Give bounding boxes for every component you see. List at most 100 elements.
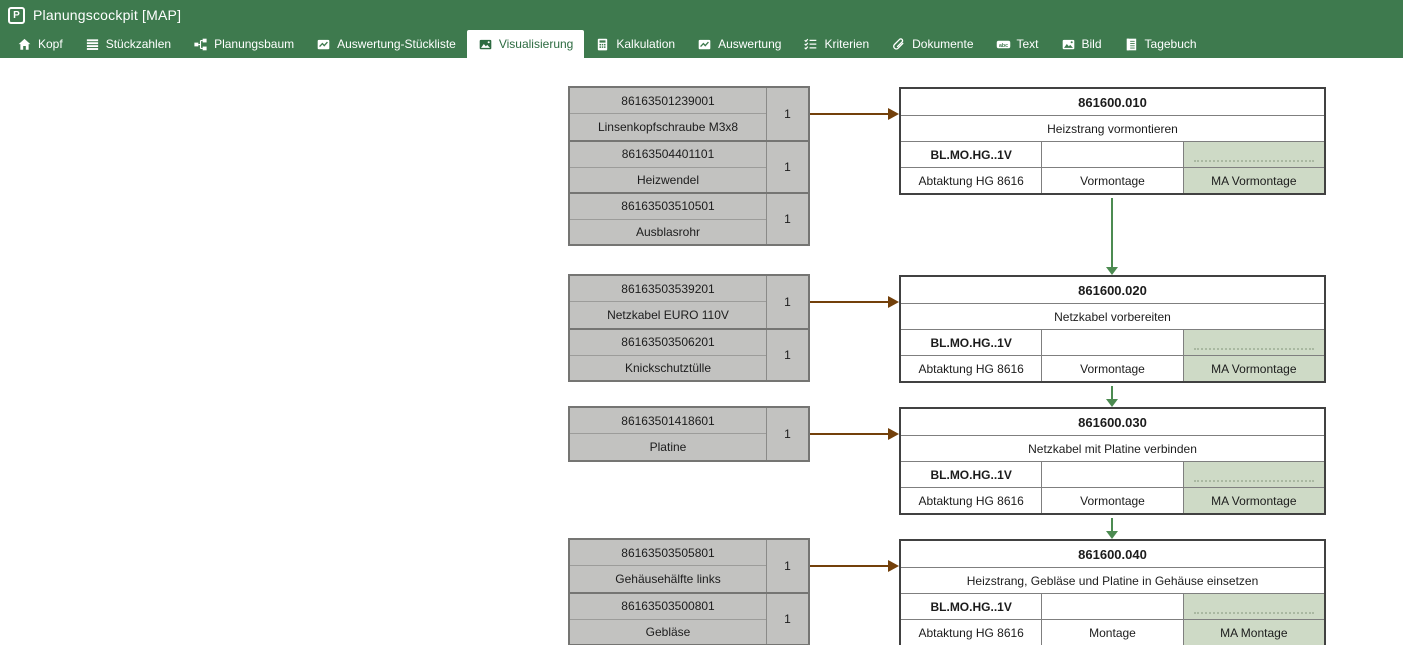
process-step-id: 861600.030: [1078, 414, 1147, 430]
part-number: 86163503506201: [570, 330, 766, 356]
part-number: 86163503500801: [570, 594, 766, 620]
process-step-id: 861600.020: [1078, 282, 1147, 298]
part-name: Knickschutztülle: [624, 360, 712, 375]
takt-cell: Abtaktung HG 8616: [918, 173, 1024, 188]
process-step-description: Netzkabel mit Platine verbinden: [901, 435, 1324, 461]
takt-cell: Abtaktung HG 8616: [918, 625, 1024, 640]
process-step-id: 861600.040: [1078, 546, 1147, 562]
tab-visualisierung[interactable]: Visualisierung: [466, 30, 585, 58]
takt-cell: Abtaktung HG 8616: [918, 361, 1024, 376]
resource-placeholder-cell: [1182, 330, 1324, 355]
part-number: 86163501418601: [570, 408, 766, 434]
process-step-box-040[interactable]: 861600.040 Heizstrang, Gebläse und Plati…: [899, 539, 1326, 645]
part-number: 86163503510501: [570, 194, 766, 220]
part-item[interactable]: 86163503510501 Ausblasrohr 1: [570, 192, 808, 244]
resource-cell: MA Montage: [1182, 620, 1324, 645]
tab-kriterien[interactable]: Kriterien: [792, 30, 880, 58]
empty-cell: [1041, 142, 1182, 167]
part-name: Ausblasrohr: [635, 224, 701, 239]
tab-label: Bild: [1081, 37, 1102, 51]
tab-auswertung-stueckliste[interactable]: Auswertung-Stückliste: [305, 30, 467, 58]
image-icon: [1062, 39, 1074, 49]
area-cell: Montage: [1041, 620, 1182, 645]
title-bar: P Planungscockpit [MAP]: [0, 0, 1403, 30]
process-step-box-010[interactable]: 861600.010 Heizstrang vormontieren BL.MO…: [899, 87, 1326, 195]
area-cell: Vormontage: [1041, 488, 1182, 513]
tab-text[interactable]: abc Text: [985, 30, 1050, 58]
line-code-cell: BL.MO.HG..1V: [930, 599, 1012, 614]
line-code-cell: BL.MO.HG..1V: [930, 335, 1012, 350]
part-group-2: 86163503539201 Netzkabel EURO 110V 1 861…: [568, 274, 810, 382]
arrow-parts-to-step-2: [810, 296, 899, 308]
abc-icon: abc: [996, 40, 1010, 48]
part-group-4: 86163503505801 Gehäusehälfte links 1 861…: [568, 538, 810, 645]
part-quantity: 1: [784, 559, 791, 573]
part-group-3: 86163501418601 Platine 1: [568, 406, 810, 462]
part-number: 86163503539201: [570, 276, 766, 302]
tab-label: Auswertung-Stückliste: [337, 37, 456, 51]
arrow-step3-to-step4: [1106, 518, 1119, 539]
takt-cell: Abtaktung HG 8616: [918, 493, 1024, 508]
part-item[interactable]: 86163503506201 Knickschutztülle 1: [570, 328, 808, 380]
tab-bar: Kopf Stückzahlen Planungsbaum Auswertung…: [0, 30, 1403, 58]
line-code-cell: BL.MO.HG..1V: [930, 147, 1012, 162]
empty-cell: [1041, 594, 1182, 619]
arrow-parts-to-step-1: [810, 108, 899, 120]
chart-icon: [698, 39, 711, 49]
part-item[interactable]: 86163503505801 Gehäusehälfte links 1: [570, 540, 808, 592]
process-step-description: Heizstrang vormontieren: [901, 115, 1324, 141]
tab-kalkulation[interactable]: Kalkulation: [584, 30, 686, 58]
arrowhead-icon: [888, 560, 899, 572]
tab-planungsbaum[interactable]: Planungsbaum: [182, 30, 305, 58]
resource-placeholder-cell: [1182, 142, 1324, 167]
tab-stueckzahlen[interactable]: Stückzahlen: [74, 30, 182, 58]
tree-icon: [194, 38, 207, 50]
arrow-parts-to-step-3: [810, 428, 899, 440]
process-step-description: Heizstrang, Gebläse und Platine in Gehäu…: [901, 567, 1324, 593]
arrow-step2-to-step3: [1106, 386, 1119, 407]
tab-label: Text: [1016, 37, 1039, 51]
part-name: Platine: [649, 439, 687, 454]
part-quantity: 1: [784, 427, 791, 441]
chart-icon: [317, 39, 330, 49]
arrowhead-icon: [1106, 267, 1118, 275]
arrowhead-icon: [888, 108, 899, 120]
list-icon: [86, 38, 98, 50]
part-item[interactable]: 86163504401101 Heizwendel 1: [570, 140, 808, 192]
tab-dokumente[interactable]: Dokumente: [880, 30, 984, 58]
tab-auswertung[interactable]: Auswertung: [686, 30, 792, 58]
part-quantity: 1: [784, 612, 791, 626]
tab-label: Kopf: [38, 37, 63, 51]
tab-kopf[interactable]: Kopf: [6, 30, 74, 58]
calculator-icon: [598, 38, 608, 50]
visualization-canvas: 86163501239001 Linsenkopfschraube M3x8 1…: [0, 58, 1403, 645]
part-name: Gebläse: [645, 624, 691, 639]
arrowhead-icon: [888, 428, 899, 440]
resource-cell: MA Vormontage: [1182, 356, 1324, 381]
tab-label: Tagebuch: [1144, 37, 1197, 51]
arrow-parts-to-step-4: [810, 560, 899, 572]
process-step-box-020[interactable]: 861600.020 Netzkabel vorbereiten BL.MO.H…: [899, 275, 1326, 383]
tab-bild[interactable]: Bild: [1050, 30, 1113, 58]
process-step-box-030[interactable]: 861600.030 Netzkabel mit Platine verbind…: [899, 407, 1326, 515]
svg-text:abc: abc: [998, 42, 1007, 48]
part-item[interactable]: 86163503539201 Netzkabel EURO 110V 1: [570, 276, 808, 328]
part-name: Gehäusehälfte links: [615, 571, 721, 586]
part-name: Linsenkopfschraube M3x8: [597, 119, 739, 134]
area-cell: Vormontage: [1041, 356, 1182, 381]
app-icon: P: [8, 6, 25, 24]
area-cell: Vormontage: [1041, 168, 1182, 193]
tab-label: Kriterien: [824, 37, 870, 51]
image-icon: [479, 39, 492, 49]
part-item[interactable]: 86163501418601 Platine 1: [570, 408, 808, 460]
part-name: Heizwendel: [636, 172, 700, 187]
part-item[interactable]: 86163503500801 Gebläse 1: [570, 592, 808, 644]
tab-tagebuch[interactable]: Tagebuch: [1113, 30, 1208, 58]
part-quantity: 1: [784, 295, 791, 309]
process-step-id: 861600.010: [1078, 94, 1147, 110]
tab-label: Dokumente: [912, 37, 974, 51]
part-quantity: 1: [784, 160, 791, 174]
part-item[interactable]: 86163501239001 Linsenkopfschraube M3x8 1: [570, 88, 808, 140]
empty-cell: [1041, 462, 1182, 487]
